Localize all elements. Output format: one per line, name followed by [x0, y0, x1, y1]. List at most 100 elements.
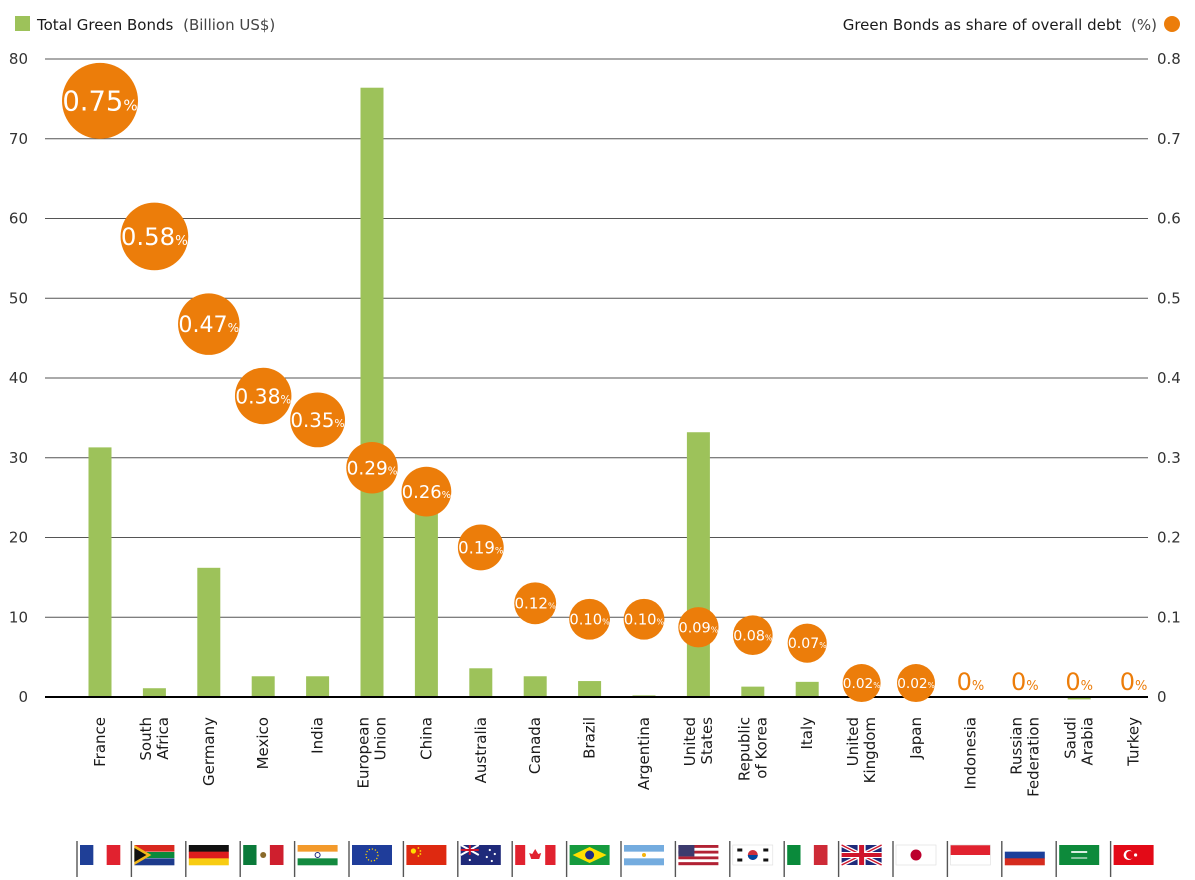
bubble-percent: %	[175, 234, 188, 249]
bar	[306, 676, 330, 697]
y-right-tick-label: 0.8	[1157, 50, 1181, 68]
zero-percent: %	[972, 679, 984, 694]
bubble-percent: %	[548, 601, 556, 611]
category-label-line: Saudi	[1062, 717, 1080, 759]
category-label: Canada	[526, 717, 544, 774]
bubble-value: 0.02	[897, 676, 927, 692]
bubble-value-label: 0.07%	[788, 636, 827, 652]
bubble-value-label: 0.58%	[121, 222, 188, 251]
japan-flag-icon	[892, 841, 937, 877]
y-right-tick-label: 0.1	[1157, 608, 1181, 626]
bar	[523, 676, 547, 697]
category-label: RussianFederation	[1007, 717, 1042, 797]
zero-percent: %	[1135, 679, 1147, 694]
turkey-flag-icon	[1109, 841, 1154, 877]
bubble-value-label: 0.35%	[290, 409, 344, 432]
category-label: Mexico	[254, 717, 272, 769]
y-right-tick-label: 0.7	[1157, 130, 1181, 148]
y-left-tick-label: 20	[9, 529, 28, 547]
bar	[142, 688, 166, 697]
y-left-tick-label: 70	[9, 130, 28, 148]
russia-flag-icon	[1001, 841, 1045, 877]
y-right-tick-label: 0.4	[1157, 369, 1181, 387]
bar	[197, 567, 221, 697]
zero-value-label: 0%	[957, 668, 985, 696]
category-label-line: Russian	[1007, 717, 1025, 775]
category-label-line: States	[698, 717, 716, 765]
category-label-line: Federation	[1024, 717, 1042, 797]
bubble-percent: %	[442, 490, 451, 501]
category-label: EuropeanUnion	[355, 717, 390, 788]
eu-flag-icon	[348, 841, 392, 877]
bubble-value-label: 0.38%	[235, 384, 291, 408]
bubble-percent: %	[388, 466, 398, 477]
south-africa-flag-icon	[130, 841, 175, 877]
bar	[578, 681, 602, 697]
category-label-line: Turkey	[1125, 717, 1143, 767]
category-label-line: China	[417, 717, 435, 760]
category-label-line: Indonesia	[961, 717, 979, 790]
bubble	[842, 664, 881, 703]
bubble	[234, 367, 292, 425]
flags-row	[76, 841, 1154, 877]
legend-right-unit: (%)	[1131, 16, 1157, 34]
category-label-line: Australia	[472, 717, 490, 783]
category-label: SaudiArabia	[1062, 717, 1097, 766]
bubble-percent: %	[228, 321, 240, 335]
category-label-line: Argentina	[635, 717, 653, 790]
zero-value: 0	[1120, 668, 1135, 696]
australia-flag-icon	[457, 841, 501, 877]
indonesia-flag-icon	[946, 841, 991, 877]
y-right-tick-label: 0.3	[1157, 449, 1181, 467]
category-label-line: France	[91, 717, 109, 767]
zero-value: 0	[957, 668, 972, 696]
bubble	[897, 664, 935, 703]
bubble-value: 0.19	[458, 538, 495, 557]
uk-flag-icon	[837, 841, 883, 877]
category-label-line: Mexico	[254, 717, 272, 769]
canada-flag-icon	[511, 841, 556, 877]
bubble-percent: %	[657, 618, 665, 627]
y-left-tick-label: 60	[9, 210, 28, 228]
china-flag-icon	[402, 841, 447, 877]
category-label-line: Arabia	[1079, 717, 1097, 766]
category-label-line: Japan	[907, 717, 925, 760]
germany-flag-icon	[185, 841, 229, 877]
bubble	[178, 293, 240, 355]
zero-value: 0	[1065, 668, 1080, 696]
bubble-value-label: 0.08%	[733, 628, 773, 644]
category-label-line: India	[309, 717, 327, 754]
bubble-percent: %	[123, 97, 137, 115]
bubble-value-label: 0.47%	[178, 312, 239, 338]
legend-left-unit: (Billion US$)	[183, 16, 275, 34]
category-label: UnitedStates	[681, 717, 716, 766]
bubble	[62, 62, 138, 139]
category-label: Indonesia	[961, 717, 979, 790]
bubble-value-label: 0.26%	[402, 482, 451, 503]
y-right-tick-label: 0.2	[1157, 529, 1181, 547]
bubble	[569, 598, 610, 640]
category-label-line: Canada	[526, 717, 544, 774]
bubble-value: 0.10	[569, 612, 602, 629]
y-left-tick-label: 40	[9, 369, 28, 387]
bubble	[787, 623, 827, 663]
bubble-value: 0.12	[514, 595, 548, 613]
korea-flag-icon	[729, 841, 774, 877]
legend-left-name: Total Green Bonds	[36, 16, 173, 34]
bubble-value-label: 0.10%	[624, 612, 665, 629]
legend-right: Green Bonds as share of overall debt (%)	[843, 16, 1157, 34]
bubble	[678, 607, 719, 648]
bar	[795, 681, 819, 697]
bubble-value: 0.08	[733, 628, 765, 644]
category-label-line: of Korea	[752, 717, 770, 779]
category-label-line: South	[137, 717, 155, 761]
bar	[88, 447, 112, 697]
bar	[414, 511, 438, 697]
category-label-line: United	[681, 717, 699, 766]
france-flag-icon	[76, 841, 121, 877]
bubble-value: 0.10	[624, 612, 657, 629]
zero-value: 0	[1011, 668, 1026, 696]
bar	[686, 432, 710, 697]
zero-value-label: 0%	[1120, 668, 1148, 696]
